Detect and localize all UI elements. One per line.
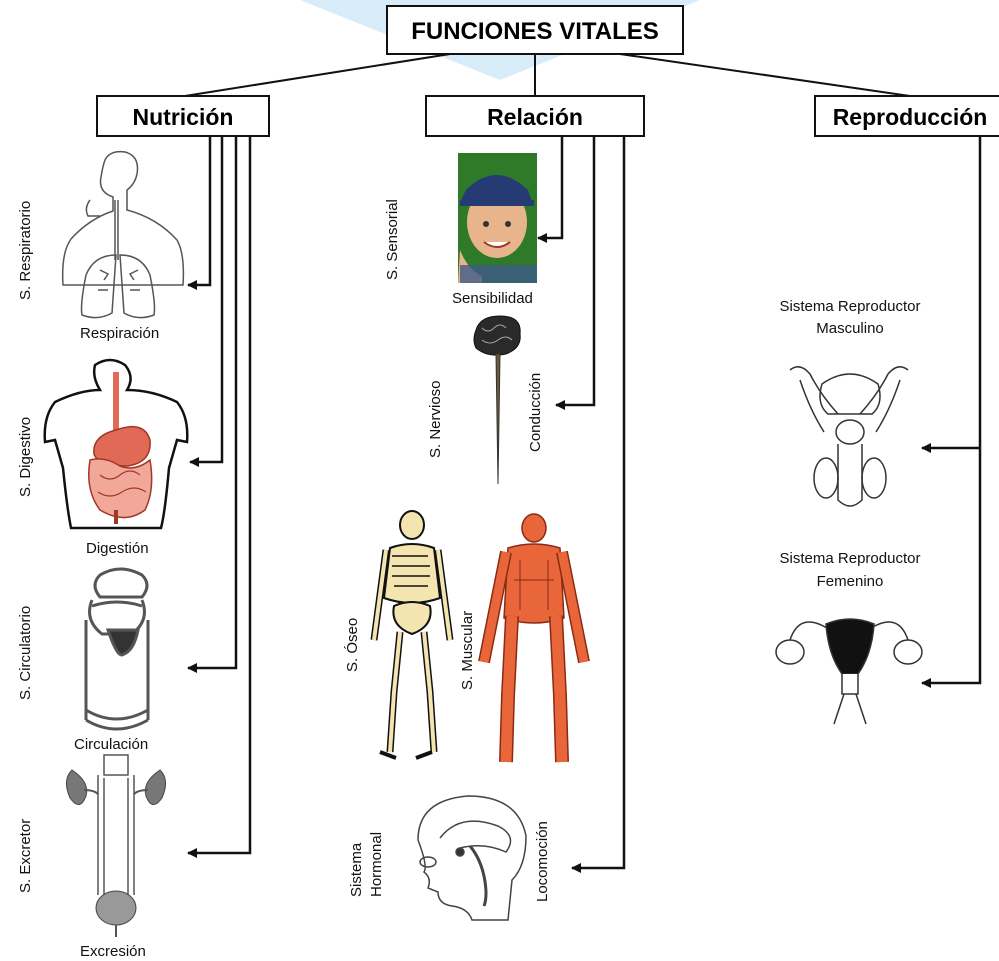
respiratory-figure-icon: [63, 152, 184, 318]
label-s-nervioso: S. Nervioso: [427, 380, 444, 458]
head-hormonal-icon: [418, 796, 526, 920]
label-sistema-hormonal-1: Sistema: [348, 842, 365, 897]
skeleton-icon: [374, 511, 450, 758]
label-s-muscular: S. Muscular: [459, 611, 476, 690]
label-digestion: Digestión: [86, 540, 149, 557]
label-s-digestivo: S. Digestivo: [17, 417, 34, 497]
reproduccion-connectors: [922, 136, 980, 683]
digestive-figure-icon: [45, 360, 188, 528]
category-relacion-text: Relación: [487, 104, 583, 130]
nutricion-connectors: [188, 136, 250, 853]
label-circulacion: Circulación: [74, 736, 148, 753]
label-conduccion: Conducción: [527, 373, 544, 452]
label-s-oseo: S. Óseo: [344, 618, 361, 672]
label-s-sensorial: S. Sensorial: [384, 199, 401, 280]
label-sensibilidad: Sensibilidad: [452, 290, 533, 307]
muscle-figure-icon: [484, 514, 584, 762]
category-box-relacion: Relación: [426, 96, 644, 136]
category-reproduccion-text: Reproducción: [833, 104, 988, 130]
title-box: FUNCIONES VITALES: [387, 6, 683, 54]
excretory-figure-icon: [66, 755, 165, 937]
child-photo-icon: [458, 153, 537, 283]
label-locomocion: Locomoción: [534, 821, 551, 902]
label-s-respiratorio: S. Respiratorio: [17, 201, 34, 300]
category-nutricion-text: Nutrición: [133, 104, 234, 130]
relacion-connectors: [538, 136, 624, 868]
male-reproductive-icon: [790, 367, 908, 506]
title-text: FUNCIONES VITALES: [411, 18, 659, 45]
label-sr-femenino-2: Femenino: [817, 573, 884, 590]
label-s-excretor: S. Excretor: [17, 819, 34, 893]
category-box-reproduccion: Reproducción: [815, 96, 999, 136]
brain-spine-icon: [474, 316, 520, 484]
label-sr-masculino-2: Masculino: [816, 320, 884, 337]
category-box-nutricion: Nutrición: [97, 96, 269, 136]
label-sistema-hormonal-2: Hormonal: [368, 832, 385, 897]
circulatory-figure-icon: [86, 569, 148, 729]
female-reproductive-icon: [776, 619, 922, 724]
label-excresion: Excresión: [80, 943, 146, 960]
label-sr-masculino-1: Sistema Reproductor: [780, 298, 921, 315]
label-respiracion: Respiración: [80, 325, 159, 342]
label-sr-femenino-1: Sistema Reproductor: [780, 550, 921, 567]
label-s-circulatorio: S. Circulatorio: [17, 606, 34, 700]
